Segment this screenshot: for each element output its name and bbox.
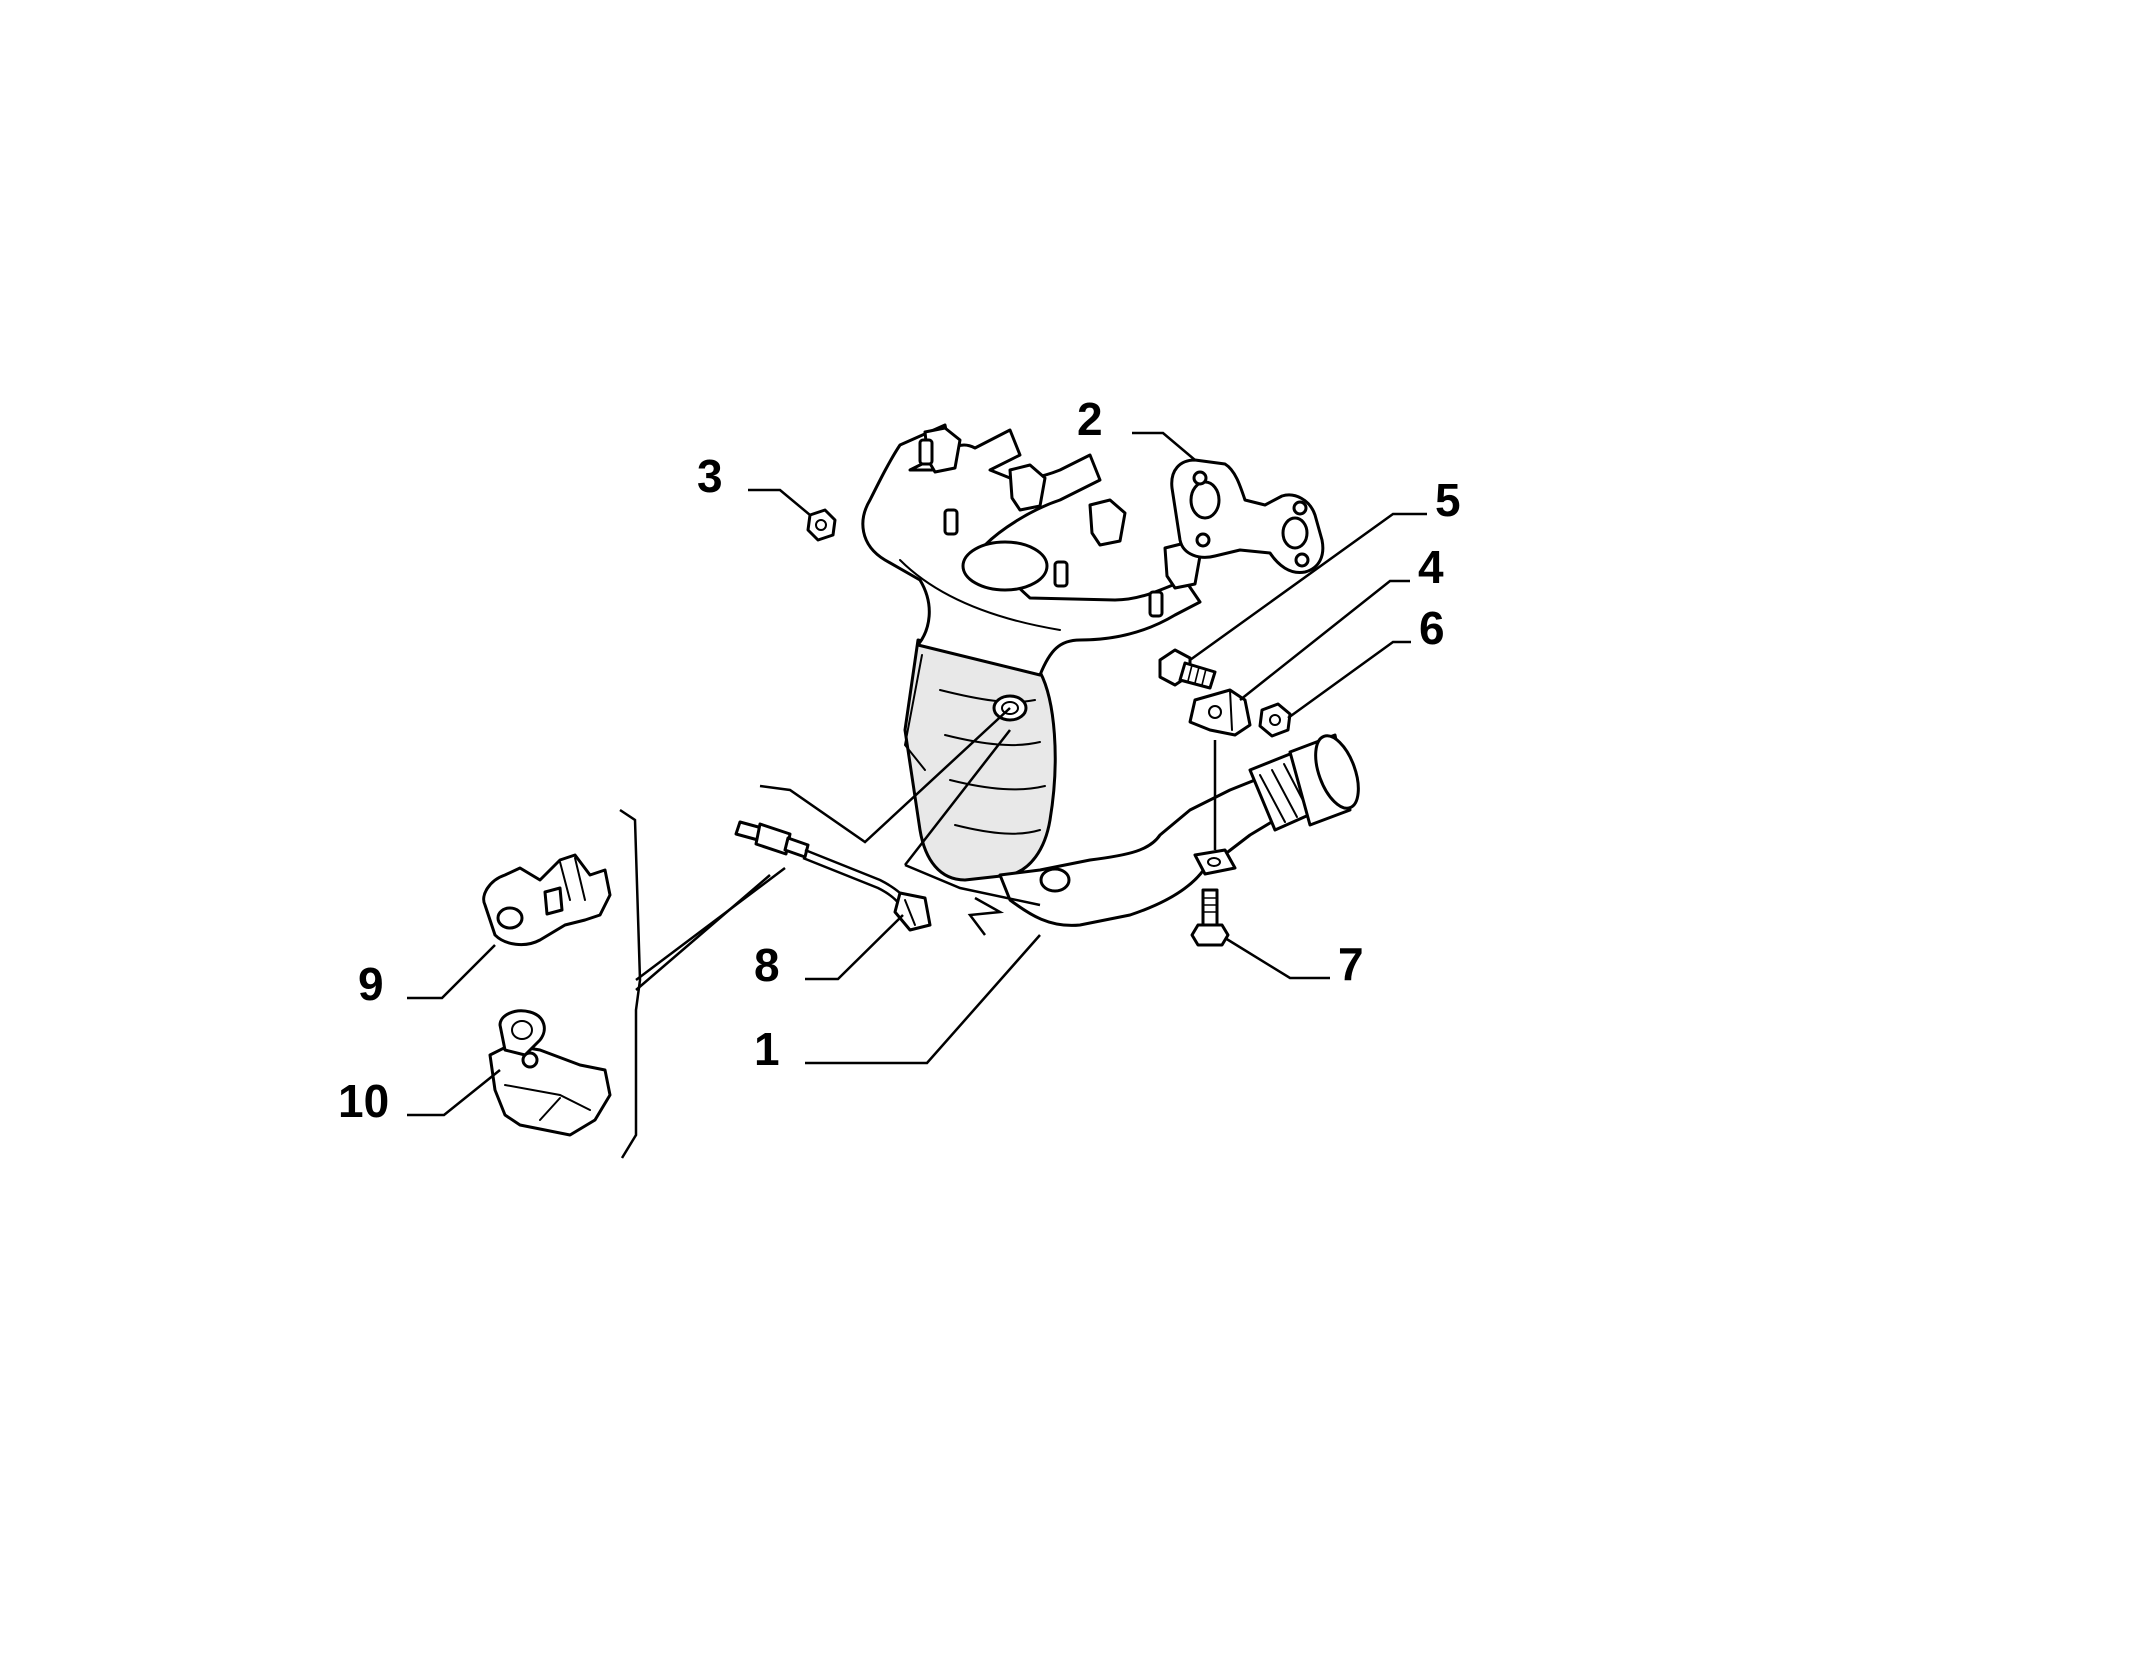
manifold-flange-3 xyxy=(1088,498,1127,547)
gasket-bolt-hole xyxy=(1192,470,1208,486)
bracket-10-step xyxy=(504,1084,591,1121)
leader-9 xyxy=(407,944,496,1000)
bracket-4-fold xyxy=(1229,689,1233,731)
downpipe-boss xyxy=(1039,867,1071,893)
nut-6-hole xyxy=(1269,714,1281,726)
hex-nut-icon[interactable] xyxy=(806,508,837,542)
downpipe-flex-rib xyxy=(1259,774,1286,823)
gasket-port xyxy=(1281,516,1309,550)
sensor-bracket-icon[interactable] xyxy=(482,853,612,947)
callout-7: 7 xyxy=(1338,938,1364,990)
nut-3-body xyxy=(806,508,837,542)
assembly-indicator-line xyxy=(904,863,1041,936)
sensor-connector xyxy=(893,891,932,932)
bracket-9-flange xyxy=(559,857,586,901)
gasket-port xyxy=(1189,480,1221,520)
leader-10 xyxy=(407,1069,501,1117)
manifold-stud xyxy=(943,508,959,536)
converter-heat-shield-rib xyxy=(954,824,1041,835)
sensor-group-leader xyxy=(635,874,771,991)
callout-6: 6 xyxy=(1419,602,1445,654)
manifold-contour xyxy=(899,559,1061,631)
downpipe-outlet-opening xyxy=(1314,734,1360,810)
manifold-gasket-icon[interactable] xyxy=(1170,458,1325,575)
bolt-icon[interactable] xyxy=(1158,648,1217,690)
leader-7 xyxy=(1224,936,1330,980)
manifold-stud xyxy=(1053,560,1069,588)
callout-1: 1 xyxy=(754,1023,780,1075)
catalytic-converter-body xyxy=(903,638,1057,882)
converter-heat-shield-rib xyxy=(939,689,1036,703)
callout-4: 4 xyxy=(1418,541,1444,593)
nut-3-hole xyxy=(815,519,827,531)
manifold-stud xyxy=(918,438,934,466)
collector-dome xyxy=(961,540,1049,592)
callout-8: 8 xyxy=(754,939,780,991)
callout-9: 9 xyxy=(358,958,384,1010)
sensor-group-bracket xyxy=(619,808,642,1159)
sensor-connector-ridge xyxy=(904,899,916,926)
converter-side-shield xyxy=(903,654,926,771)
assembly-indicator-line xyxy=(904,729,1011,866)
bracket-10-body xyxy=(488,1043,612,1137)
bracket-10-clamp xyxy=(498,1009,546,1057)
manifold-stud xyxy=(1148,590,1164,618)
sensor-group-leader xyxy=(635,867,786,981)
leader-4 xyxy=(1239,579,1410,701)
leader-3 xyxy=(748,488,811,516)
bolt-7-head xyxy=(1190,923,1230,947)
sensor-wire xyxy=(804,848,906,899)
leader-6 xyxy=(1287,640,1411,720)
callout-10: 10 xyxy=(338,1075,389,1127)
clamp-hole xyxy=(1207,857,1221,867)
bracket-4-hole xyxy=(1208,705,1222,719)
bolt-5-thread xyxy=(1187,664,1207,686)
downpipe xyxy=(998,768,1302,927)
bracket-9-pin xyxy=(543,886,564,916)
sensor-hex-body xyxy=(754,822,792,856)
leader-5 xyxy=(1189,512,1427,662)
gasket-bolt-hole xyxy=(1294,552,1310,568)
leader-8 xyxy=(805,914,904,981)
assembly-indicator-line xyxy=(759,707,1011,844)
bracket-10-stud xyxy=(521,1051,539,1069)
leader-1 xyxy=(805,934,1041,1065)
callout-5: 5 xyxy=(1435,474,1461,526)
bracket-9-hole xyxy=(496,906,524,930)
hex-nut-icon[interactable] xyxy=(1258,702,1292,738)
mounting-bracket-icon[interactable] xyxy=(1188,688,1252,737)
converter-heat-shield-rib xyxy=(949,779,1046,791)
bracket-10-clamp-hole xyxy=(511,1020,533,1040)
callout-2: 2 xyxy=(1077,393,1103,445)
sensor-boss-hole xyxy=(1001,701,1019,715)
pipe-clamp-bracket xyxy=(1193,848,1237,876)
sensor-neck xyxy=(783,836,810,859)
sensor-bracket-icon[interactable] xyxy=(488,1009,612,1137)
callout-3: 3 xyxy=(697,450,723,502)
bolt-7-thread xyxy=(1203,897,1217,913)
bolt-icon[interactable] xyxy=(1190,888,1230,947)
gasket-bolt-hole xyxy=(1292,500,1308,516)
leader-2 xyxy=(1132,431,1196,461)
manifold-flange-2 xyxy=(1008,463,1047,512)
nut-6-body xyxy=(1258,702,1292,738)
oxygen-sensor-icon[interactable] xyxy=(734,820,932,932)
bolt-7-shank xyxy=(1201,888,1219,927)
downpipe-flex-rib xyxy=(1271,769,1298,818)
gasket-bolt-hole xyxy=(1195,532,1211,548)
